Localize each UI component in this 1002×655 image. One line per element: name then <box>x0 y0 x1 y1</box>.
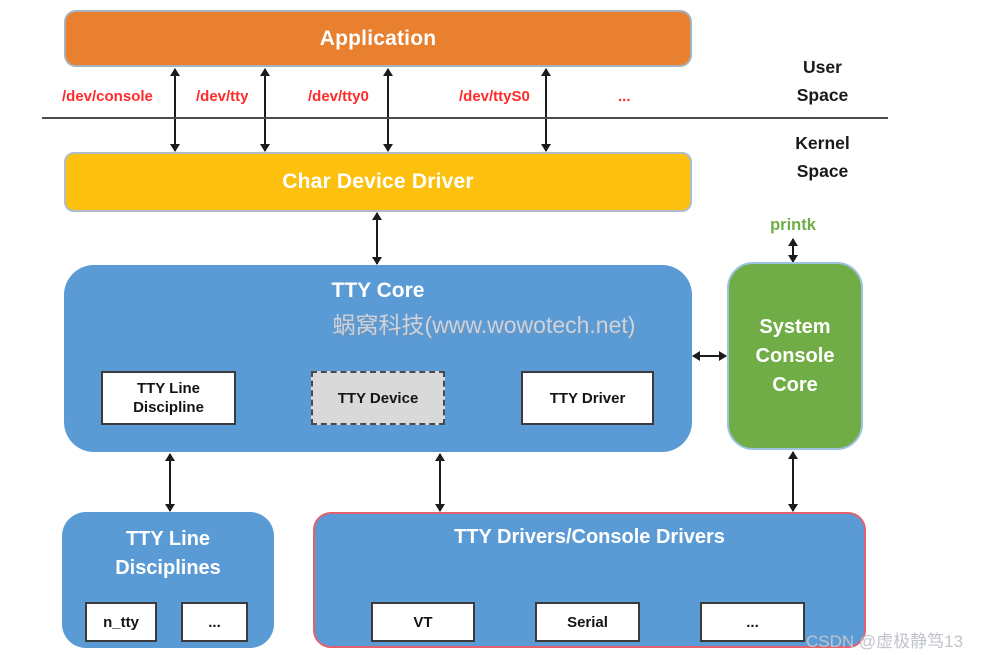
n-tty-box: n_tty <box>85 602 157 642</box>
csdn-watermark: CSDN @虚极静笃13 <box>806 632 964 651</box>
arrow-ttycore-disciplines <box>165 453 175 512</box>
arrow-app-chardev-3 <box>383 68 393 152</box>
device-node-ttys0: /dev/ttyS0 <box>459 88 530 105</box>
arrow-ttycore-drivers <box>435 453 445 512</box>
device-node-tty0: /dev/tty0 <box>308 88 369 105</box>
device-node-tty: /dev/tty <box>196 88 249 105</box>
arrow-app-chardev-2 <box>260 68 270 152</box>
serial-box: Serial <box>535 602 640 642</box>
arrow-printk-console <box>788 238 798 263</box>
tty-line-disciplines-title: TTY Line Disciplines <box>115 528 221 579</box>
application-label: Application <box>319 26 437 50</box>
kernel-space-label: Kernel Space <box>795 133 850 181</box>
wowotech-watermark: 蜗窝科技(www.wowotech.net) <box>332 312 636 338</box>
drivers-ellipsis-box: ... <box>700 602 805 642</box>
arrow-ttycore-consolecore <box>692 351 727 361</box>
tty-core-title: TTY Core <box>331 279 425 302</box>
user-kernel-divider <box>42 117 888 119</box>
arrow-app-chardev-1 <box>170 68 180 152</box>
tty-device-box: TTY Device <box>311 371 445 425</box>
char-device-driver-label: Char Device Driver <box>282 170 474 193</box>
disciplines-ellipsis-box: ... <box>181 602 248 642</box>
device-node-ellipsis: ... <box>618 88 631 105</box>
tty-drivers-title: TTY Drivers/Console Drivers <box>454 526 725 548</box>
arrow-consolecore-drivers <box>788 451 798 512</box>
tty-driver-box: TTY Driver <box>521 371 654 425</box>
tty-drivers-console-drivers-box: TTY Drivers/Console Drivers VT Serial ..… <box>313 512 866 648</box>
tty-core-box: TTY Core 蜗窝科技(www.wowotech.net) TTY Line… <box>64 265 692 452</box>
vt-box: VT <box>371 602 475 642</box>
tty-line-disciplines-box: TTY Line Disciplines n_tty ... <box>62 512 274 648</box>
printk-label: printk <box>770 216 816 234</box>
application-box: Application <box>64 10 692 67</box>
tty-line-discipline-box: TTY Line Discipline <box>101 371 236 425</box>
arrow-app-chardev-4 <box>541 68 551 152</box>
user-space-label: User Space <box>796 57 849 105</box>
char-device-driver-box: Char Device Driver <box>64 152 692 212</box>
system-console-core-box: System Console Core <box>727 262 863 450</box>
arrow-chardev-ttycore <box>372 212 382 265</box>
device-node-console: /dev/console <box>62 88 153 105</box>
